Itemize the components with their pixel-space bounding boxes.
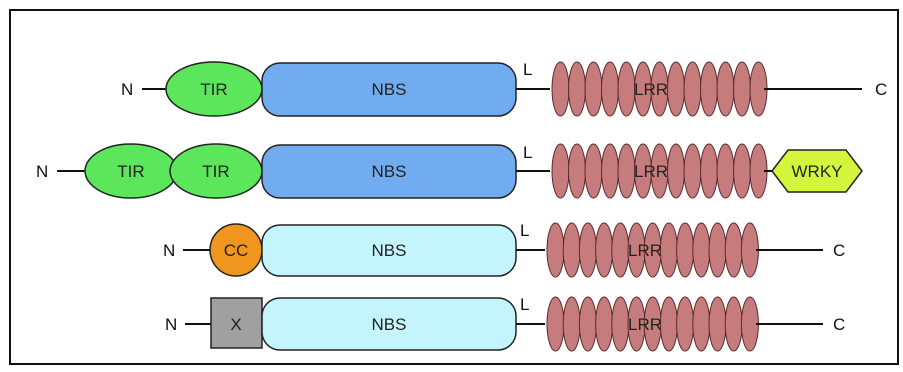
lrr-repeat [733,143,751,199]
c-terminus-label: C [833,241,845,260]
tir-domain-label: TIR [200,80,227,99]
lrr-repeat [595,222,614,278]
lrr-domain [551,143,768,199]
nbs-domain-label: NBS [372,80,407,99]
lrr-repeat [584,143,603,199]
lrr-repeat [584,61,603,117]
lrr-repeat [568,61,586,117]
lrr-domain [546,222,759,278]
lrr-repeat [724,222,743,278]
lrr-repeat [617,61,636,117]
protein-row-x-nbs-lrr: N X NBS L LRR C [165,295,845,352]
lrr-repeat [578,296,597,352]
lrr-domain-label: LRR [634,162,668,181]
lrr-repeat [578,222,597,278]
lrr-repeat [724,296,743,352]
lrr-domain-label: LRR [628,315,662,334]
linker-label: L [520,221,529,240]
tir-domain-2-label: TIR [202,162,229,181]
lrr-repeat [733,61,751,117]
linker-label: L [523,60,532,79]
lrr-repeat [595,296,614,352]
n-terminus-label: N [36,162,48,181]
lrr-repeat [601,61,619,117]
lrr-domain-label: LRR [634,80,668,99]
x-domain-label: X [230,315,241,334]
lrr-repeat [708,296,727,352]
n-terminus-label: N [165,315,177,334]
linker-label: L [523,143,532,162]
lrr-repeat [659,222,678,278]
lrr-domain [546,296,759,352]
protein-row-cc-nbs-lrr: N CC NBS L LRR C [163,221,845,278]
c-terminus-label: C [833,315,845,334]
lrr-repeat [683,143,702,199]
lrr-repeat [568,143,586,199]
n-terminus-label: N [121,80,133,99]
lrr-domain [551,61,768,117]
lrr-repeat [601,143,619,199]
lrr-repeat [667,61,685,117]
lrr-repeat [740,222,759,278]
lrr-repeat [562,222,581,278]
lrr-repeat [551,61,570,117]
lrr-repeat [562,296,581,352]
tir-domain-1-label: TIR [117,162,144,181]
lrr-repeat [716,61,735,117]
lrr-repeat [740,296,759,352]
lrr-repeat [708,222,727,278]
wrky-domain [771,149,863,193]
lrr-repeat [617,143,636,199]
lrr-repeat [692,296,711,352]
nbs-domain-label: NBS [372,315,407,334]
lrr-repeat [692,222,711,278]
n-terminus-label: N [163,241,175,260]
lrr-repeat [676,222,695,278]
protein-row-tir-tir-nbs-lrr-wrky: N TIR TIR NBS L LRR WRKY [36,143,863,199]
lrr-repeat [546,296,565,352]
nbs-domain-label: NBS [372,162,407,181]
lrr-repeat [716,143,735,199]
lrr-repeat [667,143,685,199]
c-terminus-label: C [875,80,887,99]
lrr-repeat [676,296,695,352]
cc-domain-label: CC [224,241,249,260]
linker-label: L [520,295,529,314]
lrr-repeat [700,61,718,117]
nbs-domain-label: NBS [372,241,407,260]
lrr-domain-label: LRR [628,241,662,260]
lrr-repeat [546,222,565,278]
protein-row-tir-nbs-lrr: N TIR NBS L LRR C [121,60,887,117]
lrr-repeat [700,143,718,199]
lrr-repeat [659,296,678,352]
lrr-repeat [611,222,630,278]
lrr-repeat [683,61,702,117]
wrky-domain-label: WRKY [792,162,843,181]
lrr-repeat [611,296,630,352]
lrr-repeat [551,143,570,199]
